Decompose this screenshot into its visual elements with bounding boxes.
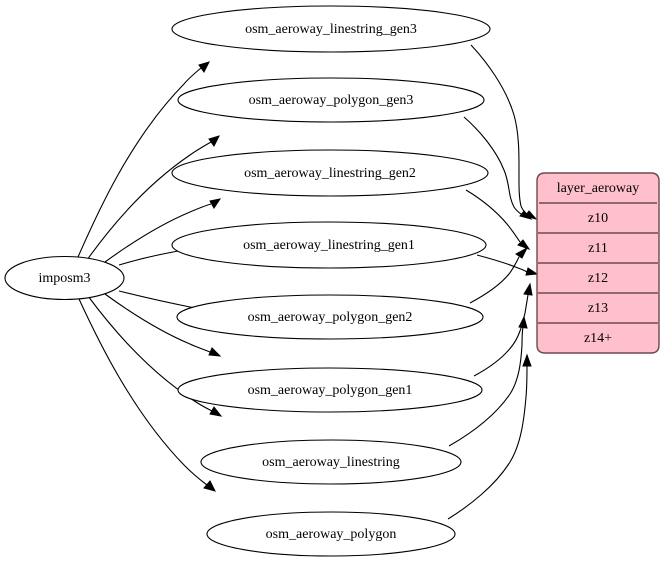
node-osm_aeroway_linestring_gen3[interactable]: osm_aeroway_linestring_gen3	[171, 5, 491, 53]
edge-imposm3-to-osm_aeroway_polygon	[78, 298, 216, 492]
node-label: osm_aeroway_polygon_gen2	[248, 310, 413, 325]
node-label: osm_aeroway_linestring_gen2	[244, 166, 416, 181]
edge-osm_aeroway_linestring-to-z13	[448, 315, 528, 447]
edge-imposm3-to-osm_aeroway_polygon_gen3	[86, 135, 220, 261]
node-osm_aeroway_linestring_gen1[interactable]: osm_aeroway_linestring_gen1	[171, 221, 487, 269]
edge-osm_aeroway_polygon_gen2-to-z11	[469, 246, 529, 304]
edge-osm_aeroway_polygon-to-z14	[447, 353, 532, 520]
node-label: osm_aeroway_linestring_gen1	[243, 238, 415, 253]
node-label: osm_aeroway_linestring	[262, 455, 400, 470]
table-header-layer_aeroway: layer_aeroway	[557, 181, 639, 196]
table-row-z10[interactable]: z10	[588, 211, 608, 226]
node-ellipse	[200, 439, 462, 485]
node-ellipse	[171, 221, 487, 269]
edge-osm_aeroway_polygon_gen1-to-z12	[473, 282, 533, 377]
node-layer_aeroway-table[interactable]: layer_aeroway z10 z11 z12 z13 z14+	[536, 172, 660, 354]
edge-imposm3-to-osm_aeroway_linestring_gen3	[77, 61, 210, 258]
edge-osm_aeroway_linestring_gen1-to-z12	[476, 254, 539, 276]
node-ellipse	[177, 77, 485, 123]
node-imposm3[interactable]: imposm3	[4, 255, 125, 301]
edge-imposm3-to-osm_aeroway_polygon_gen1	[104, 293, 222, 357]
node-label: osm_aeroway_polygon_gen3	[249, 93, 414, 108]
table-row-z14plus[interactable]: z14+	[584, 331, 612, 346]
node-osm_aeroway_polygon_gen3[interactable]: osm_aeroway_polygon_gen3	[177, 77, 485, 123]
node-osm_aeroway_linestring_gen2[interactable]: osm_aeroway_linestring_gen2	[171, 149, 489, 197]
node-ellipse	[171, 149, 489, 197]
node-label: osm_aeroway_polygon	[266, 527, 397, 542]
node-osm_aeroway_polygon_gen1[interactable]: osm_aeroway_polygon_gen1	[177, 367, 483, 413]
node-imposm3-label: imposm3	[38, 271, 90, 286]
node-osm_aeroway_polygon[interactable]: osm_aeroway_polygon	[206, 511, 456, 557]
edge-osm_aeroway_linestring_gen2-to-z11	[465, 189, 531, 250]
table-row-z11[interactable]: z11	[588, 241, 608, 256]
edge-osm_aeroway_polygon_gen3-to-z10	[463, 116, 533, 220]
node-ellipse	[176, 294, 484, 340]
node-label: osm_aeroway_linestring_gen3	[245, 22, 417, 37]
node-ellipse	[177, 367, 483, 413]
node-ellipse	[171, 5, 491, 53]
table-row-z13[interactable]: z13	[588, 301, 608, 316]
node-osm_aeroway_polygon_gen2[interactable]: osm_aeroway_polygon_gen2	[176, 294, 484, 340]
node-ellipse	[206, 511, 456, 557]
edge-imposm3-to-osm_aeroway_linestring	[87, 295, 223, 417]
node-imposm3-ellipse	[4, 255, 125, 301]
edge-imposm3-to-osm_aeroway_linestring_gen2	[104, 198, 222, 263]
node-label: osm_aeroway_polygon_gen1	[248, 383, 413, 398]
edge-osm_aeroway_linestring_gen3-to-z10	[470, 44, 538, 220]
table-row-z12[interactable]: z12	[588, 271, 608, 286]
node-osm_aeroway_linestring[interactable]: osm_aeroway_linestring	[200, 439, 462, 485]
edge-group-tables-to-layer	[447, 44, 539, 520]
